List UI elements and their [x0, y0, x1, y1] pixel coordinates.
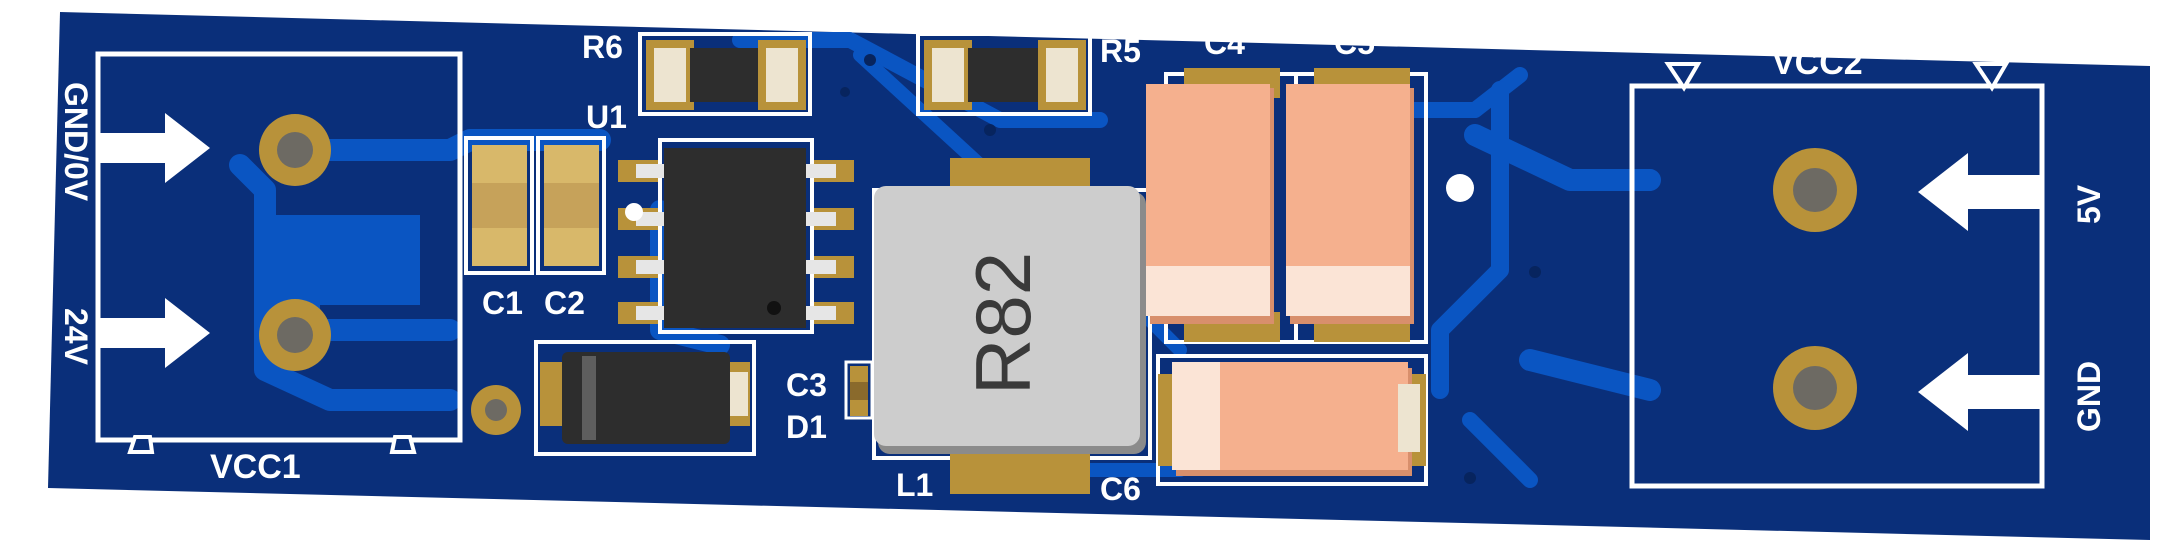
label-vcc2: VCC2 [1772, 44, 1863, 82]
connector-tab-right [389, 435, 417, 454]
label-gnd-0v: GND/0V [58, 82, 94, 202]
connector-vcc1-outline [95, 51, 463, 443]
capacitor-c4 [1146, 68, 1298, 344]
label-d1: D1 [786, 409, 827, 445]
label-c1: C1 [482, 285, 523, 321]
pin2-hole [1793, 366, 1837, 410]
label-c2: C2 [544, 285, 585, 321]
label-gnd: GND [2071, 361, 2107, 432]
label-c3: C3 [786, 367, 827, 403]
label-l1: L1 [896, 467, 933, 503]
diode-d1 [534, 340, 756, 456]
arrow-right-icon [100, 298, 210, 368]
connector-tab-right [1972, 62, 2010, 92]
label-c5: C5 [1334, 25, 1375, 61]
connector-tab-left [1664, 62, 1702, 92]
pin1-hole [1793, 168, 1837, 212]
capacitor-c1 [464, 136, 534, 275]
mounting-hole [1446, 174, 1474, 202]
arrow-left-icon [1918, 153, 2040, 231]
label-r6: R6 [582, 29, 623, 65]
connector-tab-left [127, 435, 155, 454]
label-vcc1: VCC1 [210, 448, 301, 486]
test-pad-hole [485, 399, 507, 421]
inductor-marking: R82 [959, 252, 1047, 395]
label-u1: U1 [586, 99, 627, 135]
capacitor-c6 [1156, 354, 1428, 486]
capacitor-c5 [1286, 68, 1428, 344]
pin2-hole [277, 317, 313, 353]
arrow-left-icon [1918, 353, 2040, 431]
resistor-r5 [916, 32, 1092, 116]
label-24v: 24V [58, 308, 94, 366]
resistor-r6 [638, 32, 812, 116]
capacitor-c3 [844, 360, 874, 420]
label-c6: C6 [1100, 471, 1141, 507]
label-c4: C4 [1204, 25, 1245, 61]
connector-vcc2: VCC2 5V GND [1629, 44, 2107, 489]
arrow-right-icon [100, 113, 210, 183]
ic-u1 [618, 138, 854, 334]
pin1-hole [277, 132, 313, 168]
connector-vcc1: GND/0V 24V VCC1 [58, 51, 463, 486]
capacitor-c2 [536, 136, 606, 275]
label-5v: 5V [2071, 184, 2107, 224]
connector-vcc2-outline [1629, 83, 2045, 489]
inductor-l1: R82 [872, 158, 1152, 494]
label-r5: R5 [1100, 33, 1141, 69]
